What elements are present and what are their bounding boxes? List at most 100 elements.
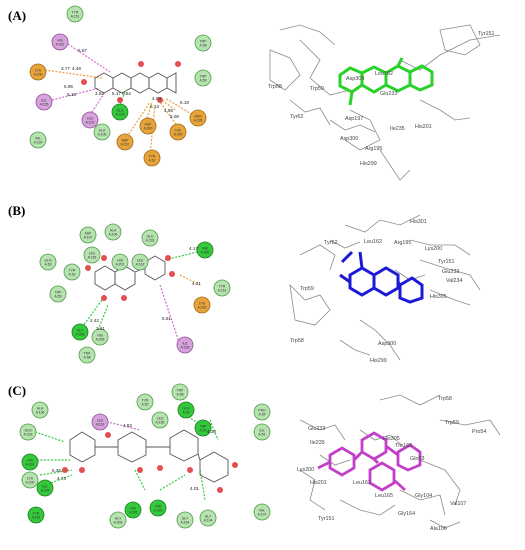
residue-number: A:197 <box>84 236 93 240</box>
panel-c-label: (C) <box>8 383 26 398</box>
panel-a-interactions <box>44 41 199 156</box>
atom-label-3d: Ile235 <box>390 126 405 132</box>
atom-label-3d: Tyr62 <box>290 114 303 120</box>
residue-number: A:234 <box>34 141 43 145</box>
distance-label: 5.84 <box>122 91 131 96</box>
panel-c-protein-sticks <box>299 394 501 529</box>
atom-label-3d: Gly164 <box>398 511 415 517</box>
distance-label: 5.13 <box>67 92 76 97</box>
residue-number: A:62 <box>142 403 149 407</box>
residue-name: TYR <box>142 398 149 402</box>
residue-name: VAL <box>35 136 41 140</box>
residue-number: A:62 <box>69 273 76 277</box>
atom-label-3d: Leu162 <box>375 71 393 77</box>
residue-name: LEU <box>89 251 96 255</box>
residue-number: A:104 <box>204 519 213 523</box>
residue-number: A:162 <box>136 263 145 267</box>
residue-name: TRP <box>177 388 185 392</box>
residue-name: TRP <box>84 351 92 355</box>
residue-number: A:151 <box>32 516 41 520</box>
distance-label: 5.17 <box>112 91 121 96</box>
atom-label-3d: Ile235 <box>310 440 325 446</box>
residue-name: LYS <box>199 301 206 305</box>
residue-number: A:195 <box>194 119 203 123</box>
residue-number: A:163 <box>154 509 163 513</box>
residue-name: ALA <box>37 406 44 410</box>
atom-label-3d: Tyr151 <box>478 31 494 37</box>
residue-name: TRP <box>200 424 208 428</box>
distance-label: 4.49 <box>72 66 81 71</box>
residue-name: ARG <box>194 114 202 118</box>
distance-label: 4.73 <box>57 476 66 481</box>
residue-number: A:151 <box>71 15 80 19</box>
atom-label-3d: Trp58 <box>290 338 304 344</box>
residue-name: GLU <box>117 108 125 112</box>
residue-name: LEU <box>137 258 144 262</box>
residue-name: GLU <box>147 234 155 238</box>
residue-number: A:62 <box>149 159 156 163</box>
residue-name: TYR <box>149 154 156 158</box>
residue-number: A:305 <box>129 511 138 515</box>
residue-name: TYR <box>33 511 40 515</box>
residue-number: A:306 <box>114 521 123 525</box>
panel-c-bound-ligand <box>317 431 422 492</box>
atom-label-3d: Trp59 <box>310 86 324 92</box>
residue-number: A:233 <box>24 433 33 437</box>
panel-b-bound-ligand <box>339 250 424 304</box>
panel-a-protein-sticks <box>269 24 501 181</box>
atom-label-3d: Trp59 <box>300 286 314 292</box>
atom-label-3d: Asp300 <box>378 341 396 347</box>
residue-number: A:63 <box>183 411 190 415</box>
panel-c: (C) <box>8 383 501 532</box>
residue-name: LEU <box>157 416 164 420</box>
panel-b-interactions <box>79 249 206 346</box>
atom-label-3d: His299 <box>360 161 377 167</box>
panel-c-2d-diagram: ALAA:106GLNA:233HISA:201LYSA:200ILEA:235… <box>19 383 271 529</box>
residue-number: A:201 <box>26 463 35 467</box>
atom-label-3d: His301 <box>410 219 427 225</box>
atom-label-3d: Arg195 <box>365 146 382 152</box>
distance-label: 4.21 <box>192 281 201 286</box>
distance-label: 4.83 <box>123 423 132 428</box>
distance-label: 6.57 <box>78 48 87 53</box>
residue-name: TRP <box>200 39 208 43</box>
atom-label-3d: Asp300 <box>340 136 358 142</box>
panel-a: (A) <box>8 5 501 181</box>
panel-b-protein-sticks <box>289 214 481 361</box>
atom-label-3d: Val107 <box>450 501 466 507</box>
atom-label-3d: Trp58 <box>268 84 282 90</box>
distance-label: 5.08 <box>170 114 179 119</box>
residue-name: GLN <box>25 428 33 432</box>
residue-number: A:102 <box>86 121 95 125</box>
residue-name: HIS <box>175 128 181 132</box>
residue-name: HIS <box>27 458 33 462</box>
panel-c-residues: ALAA:106GLNA:233HISA:201LYSA:200ILEA:235… <box>19 383 271 529</box>
panel-b-distances: 4.174.215.612.422.61 <box>90 246 201 331</box>
